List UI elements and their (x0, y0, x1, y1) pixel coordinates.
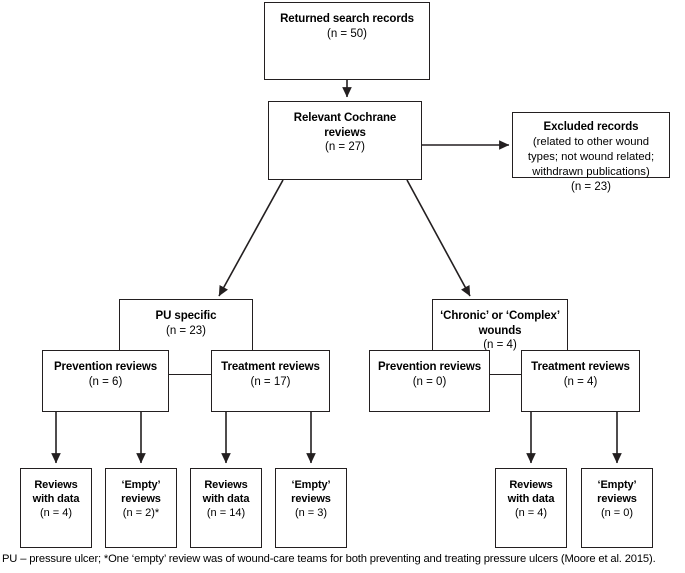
node-relevant-title-line1: Relevant Cochrane (293, 112, 397, 124)
node-cc-treatment-title: Treatment reviews (531, 361, 630, 373)
node-pu-prev-data-line2: with data (32, 493, 80, 506)
figure-footnote: PU – pressure ulcer; *One ‘empty’ review… (2, 553, 656, 565)
node-cc-treat-data-line2: with data (507, 493, 555, 506)
node-returned-count: (n = 50) (327, 27, 367, 40)
node-pu-prevention-reviews-with-data[interactable]: Reviews with data (n = 4) (20, 468, 92, 548)
node-cc-prevention-count: (n = 0) (412, 375, 447, 388)
node-cc-treat-empty-line2: reviews (597, 493, 637, 506)
node-pu-treat-empty-line1: ‘Empty’ (291, 479, 331, 491)
node-pu-prevention-count: (n = 6) (88, 375, 123, 388)
node-relevant-cochrane-reviews[interactable]: Relevant Cochrane reviews (n = 27) (268, 101, 422, 180)
node-chronic-complex-title-line1: ‘Chronic’ or ‘Complex’ (440, 310, 560, 322)
node-cc-treat-empty-count: (n = 0) (600, 507, 634, 520)
node-pu-prev-empty-line2: reviews (121, 493, 161, 506)
node-pu-prevention-empty-reviews[interactable]: ‘Empty’ reviews (n = 2)* (105, 468, 177, 548)
node-pu-prev-empty-count: (n = 2)* (122, 507, 160, 520)
node-pu-treat-data-count: (n = 14) (206, 507, 246, 520)
node-cc-treatment-count: (n = 4) (563, 375, 598, 388)
node-pu-prevention-title: Prevention reviews (53, 361, 158, 373)
node-cc-treatment-empty-reviews[interactable]: ‘Empty’ reviews (n = 0) (581, 468, 653, 548)
node-returned-search-records[interactable]: Returned search records (n = 50) (264, 2, 430, 80)
node-pu-treatment-title: Treatment reviews (221, 361, 320, 373)
node-pu-prevention-reviews[interactable]: Prevention reviews (n = 6) (42, 350, 169, 412)
node-cc-prevention-reviews[interactable]: Prevention reviews (n = 0) (369, 350, 490, 412)
node-pu-treatment-empty-reviews[interactable]: ‘Empty’ reviews (n = 3) (275, 468, 347, 548)
node-cc-treat-data-count: (n = 4) (514, 507, 548, 520)
node-excluded-records[interactable]: Excluded records (related to other wound… (512, 112, 670, 193)
connector-relevant-to-pu-specific (218, 179, 284, 297)
node-cc-treat-empty-line1: ‘Empty’ (597, 479, 637, 491)
node-pu-treat-data-line2: with data (202, 493, 250, 506)
node-pu-treat-empty-count: (n = 3) (294, 507, 328, 520)
node-pu-treat-empty-line2: reviews (291, 493, 331, 506)
node-excluded-detail-line3: withdrawn publications) (532, 166, 650, 179)
node-chronic-complex-title-line2: wounds (478, 324, 522, 337)
node-pu-prev-data-count: (n = 4) (39, 507, 73, 520)
node-cc-treatment-reviews-with-data[interactable]: Reviews with data (n = 4) (495, 468, 567, 548)
node-pu-prev-data-line1: Reviews (34, 479, 78, 491)
node-excluded-detail-line2: types; not wound related; (527, 151, 655, 164)
node-pu-specific-count: (n = 23) (166, 324, 206, 337)
node-chronic-complex-count: (n = 4) (483, 339, 517, 352)
node-excluded-title: Excluded records (543, 121, 639, 133)
node-pu-treatment-reviews[interactable]: Treatment reviews (n = 17) (211, 350, 330, 412)
node-returned-title: Returned search records (280, 13, 414, 25)
node-pu-treat-data-line1: Reviews (204, 479, 248, 491)
node-cc-treatment-reviews[interactable]: Treatment reviews (n = 4) (521, 350, 640, 412)
node-excluded-detail-line1: (related to other wound (532, 136, 650, 149)
node-pu-treatment-count: (n = 17) (250, 375, 291, 388)
node-cc-treat-data-line1: Reviews (509, 479, 553, 491)
node-pu-specific-title: PU specific (155, 310, 217, 322)
node-excluded-count: (n = 23) (571, 181, 611, 194)
connector-relevant-to-chronic-complex (406, 179, 471, 297)
node-relevant-title-line2: reviews (324, 126, 366, 139)
node-pu-treatment-reviews-with-data[interactable]: Reviews with data (n = 14) (190, 468, 262, 548)
node-cc-prevention-title: Prevention reviews (377, 361, 482, 373)
node-pu-prev-empty-line1: ‘Empty’ (121, 479, 161, 491)
node-relevant-count: (n = 27) (325, 141, 365, 154)
